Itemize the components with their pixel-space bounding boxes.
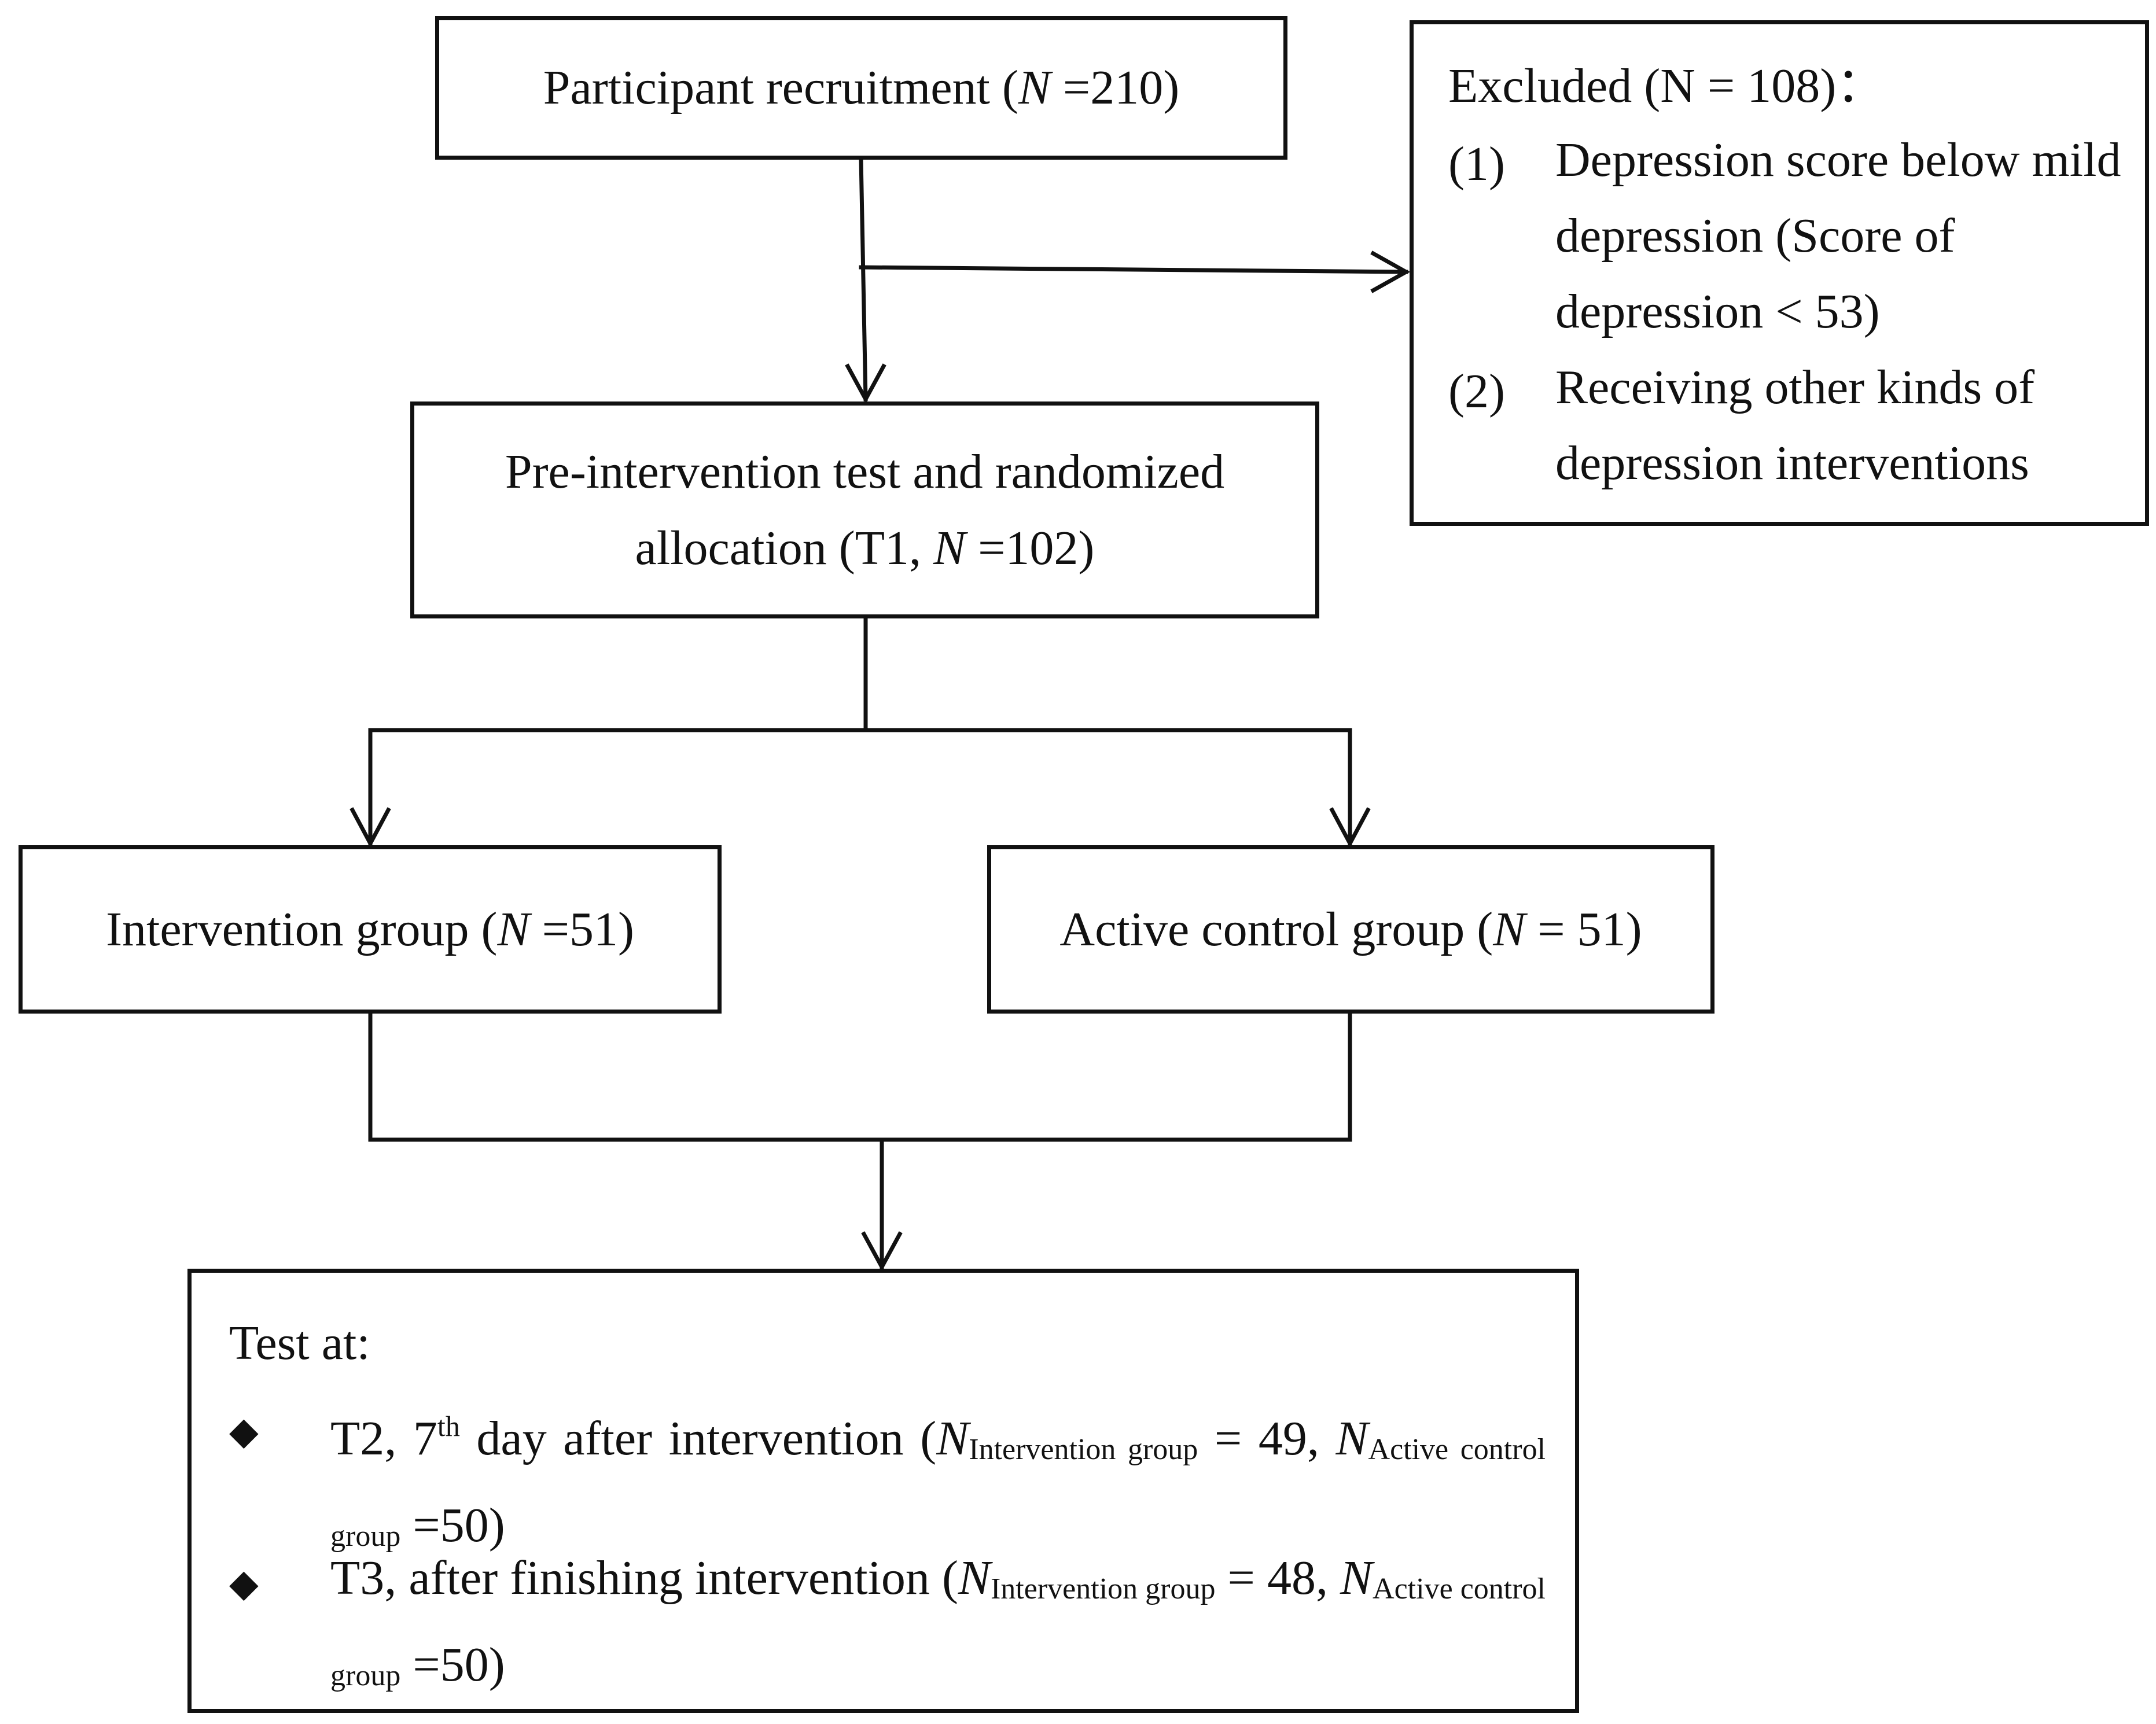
connector-to-excluded: [859, 265, 1408, 274]
excluded-item-text: Depression score below mild depression (…: [1555, 133, 2121, 338]
allocation-line-2: allocation (T1,: [635, 521, 934, 575]
recruitment-text: Participant recruitment (N =210): [543, 50, 1179, 126]
excluded-title: Excluded (N = 108)：: [1448, 59, 1885, 113]
allocation-count: =102): [966, 521, 1095, 575]
allocation-line-1: Pre-intervention test and randomized: [505, 444, 1225, 499]
recruitment-label: Participant recruitment (: [543, 61, 1018, 115]
intervention-n-symbol: N: [497, 902, 530, 956]
control-text: Active control group (N = 51): [1059, 892, 1642, 968]
allocation-n-symbol: N: [933, 521, 966, 575]
excluded-item-number: (2): [1448, 364, 1505, 418]
control-label: Active control group (: [1059, 902, 1493, 956]
control-count: = 51): [1525, 902, 1642, 956]
bullet-diamond-icon: ◆: [229, 1563, 259, 1605]
recruitment-box: Participant recruitment (N =210): [435, 16, 1287, 160]
recruitment-n-symbol: N: [1018, 61, 1051, 115]
arrowhead-excluded: [1370, 251, 1411, 293]
intervention-label: Intervention group (: [106, 902, 498, 956]
intervention-group-box: Intervention group (N =51): [19, 845, 722, 1014]
arrowhead-control: [1329, 807, 1371, 848]
control-group-box: Active control group (N = 51): [987, 845, 1715, 1014]
allocation-text: Pre-intervention test and randomized all…: [505, 434, 1224, 587]
allocation-box: Pre-intervention test and randomized all…: [410, 401, 1319, 618]
test-box: Test at: ◆ T2, 7th day after interventio…: [187, 1269, 1579, 1713]
test-item-t3: T3, after finishing intervention (NInter…: [330, 1551, 1546, 1692]
intervention-text: Intervention group (N =51): [106, 892, 634, 968]
connector-recruitment-allocation: [859, 157, 868, 401]
excluded-item-text: Receiving other kinds of depression inte…: [1555, 360, 2035, 490]
excluded-item-number: (1): [1448, 137, 1505, 191]
arrowhead-allocation: [845, 363, 886, 404]
excluded-box: Excluded (N = 108)： (1) Depression score…: [1410, 20, 2149, 526]
test-item-t2: T2, 7th day after intervention (NInterve…: [330, 1410, 1546, 1553]
arrowhead-test: [861, 1231, 903, 1272]
recruitment-count: =210): [1050, 61, 1180, 115]
test-title: Test at:: [229, 1316, 370, 1370]
arrowhead-intervention: [349, 807, 391, 848]
intervention-count: =51): [529, 902, 634, 956]
control-n-symbol: N: [1493, 902, 1526, 956]
bullet-diamond-icon: ◆: [229, 1410, 259, 1453]
